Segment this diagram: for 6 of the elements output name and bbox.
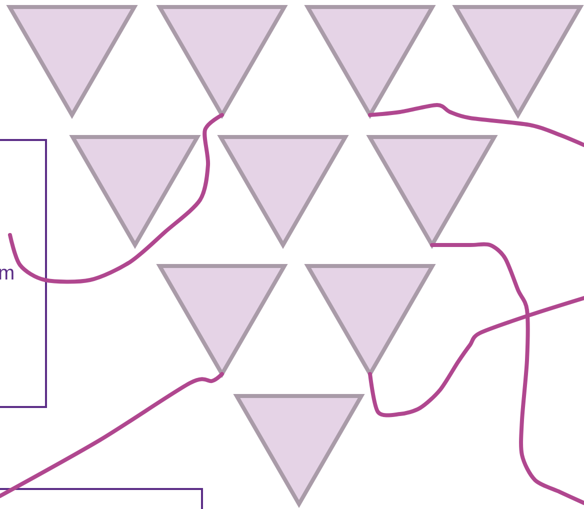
curved-line (368, 103, 584, 147)
curved-line (430, 242, 584, 505)
curved-line (0, 372, 224, 498)
curved-line (8, 113, 224, 284)
text-box (0, 488, 203, 509)
curved-line (368, 296, 584, 418)
